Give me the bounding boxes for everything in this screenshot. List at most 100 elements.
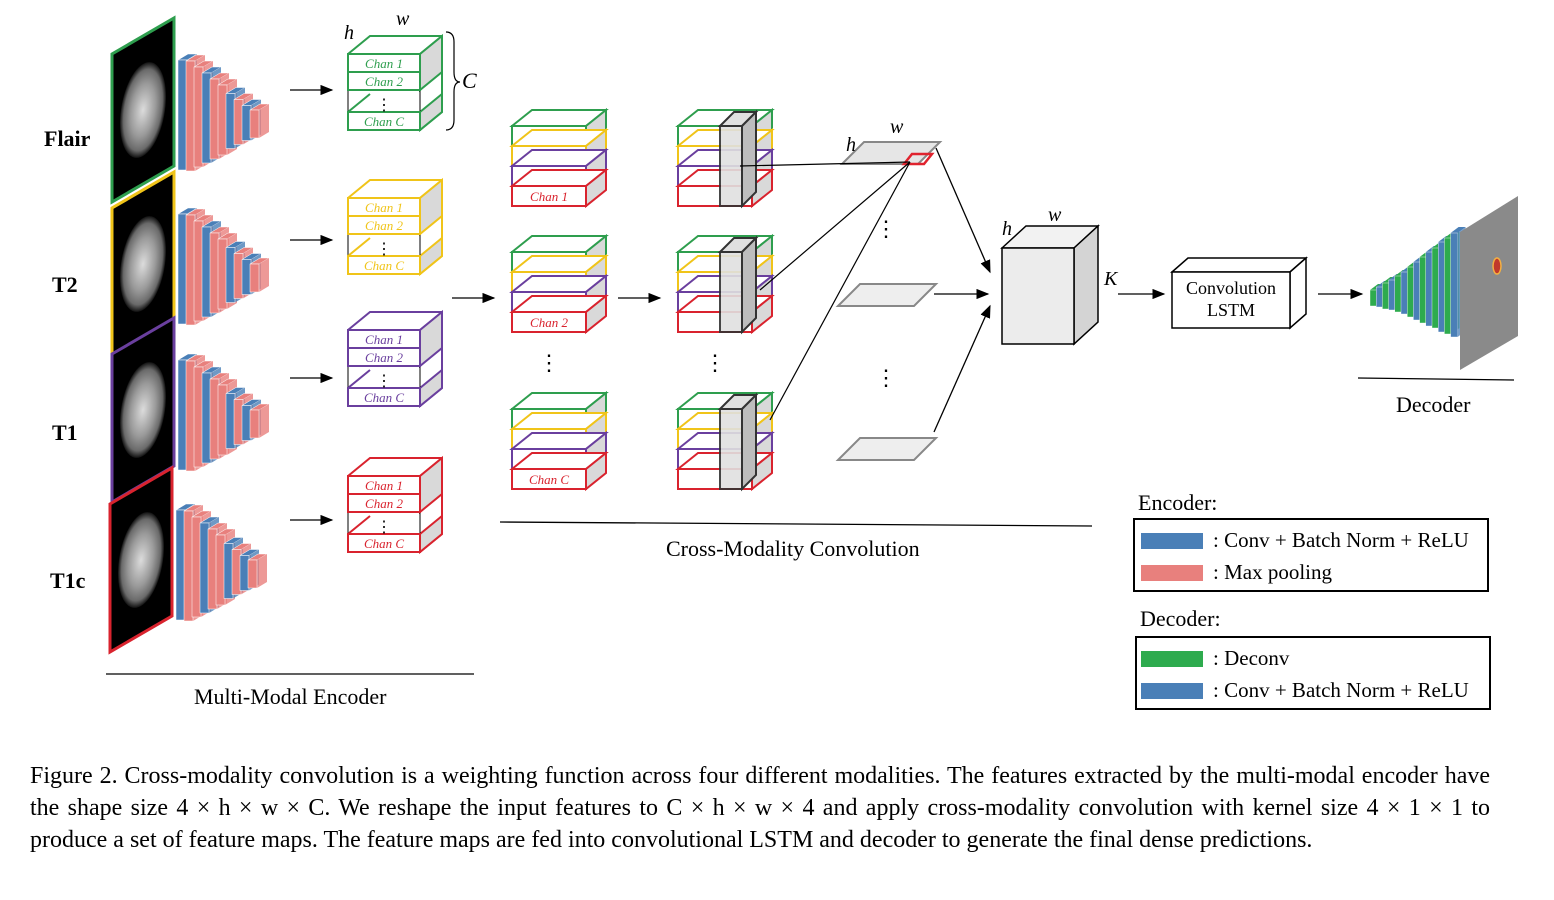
- feature-row-t1: [347, 387, 421, 407]
- feature-plane-1: [839, 141, 943, 165]
- dim-w-plane: w: [890, 116, 904, 138]
- encoder-layer-front: [175, 509, 186, 621]
- chan-dots: ⋮: [376, 373, 392, 390]
- feature-box-side-top-t1c: [419, 455, 443, 515]
- decoder-layer-front: [1431, 247, 1440, 329]
- modality-label-t1: T1: [52, 420, 78, 445]
- stack-row-chan2: [511, 311, 587, 333]
- decoder-layer-front: [1413, 261, 1421, 321]
- brain-image-t2: [120, 216, 166, 312]
- chan-label-t1: Chan 1: [365, 332, 403, 347]
- figure-caption: Figure 2. Cross-modality convolution is …: [30, 763, 1490, 853]
- feature-box-side-top-t2: [419, 177, 443, 237]
- plane-dots-1: ⋮: [875, 216, 897, 241]
- decoder-layer-top: [1450, 227, 1466, 233]
- encoder-layer-front: [209, 378, 220, 460]
- legend-swatch-conv: [1141, 532, 1203, 549]
- kernel-front: [719, 251, 743, 333]
- crossconv-dots: ⋮: [704, 350, 726, 375]
- encoder-layer-front: [225, 393, 236, 449]
- brain-image-t1: [120, 362, 166, 458]
- feature-row-t1: [347, 347, 421, 367]
- decoder-layer-front: [1406, 266, 1415, 318]
- encoder-layer-side: [259, 104, 269, 138]
- encoder-layer-front: [177, 213, 188, 325]
- chan-label-t1c: Chan 2: [365, 496, 403, 511]
- feature-row-flair: [347, 111, 421, 131]
- legend-encoder-title: Encoder:: [1138, 490, 1218, 515]
- kernel-to-pixel-line: [769, 161, 911, 421]
- conv-lstm-line2: LSTM: [1206, 300, 1255, 320]
- encoder-layer-front: [239, 555, 250, 591]
- brain-image-t1c: [118, 512, 164, 608]
- crossconv-underline: [499, 521, 1093, 527]
- cube-front: [1001, 247, 1075, 345]
- feature-box-diag: [347, 369, 371, 389]
- modality-label-flair: Flair: [44, 126, 91, 151]
- channel-brace: [445, 31, 461, 131]
- plane-pixel-highlight: [901, 152, 935, 166]
- chan-label-flair: Chan C: [364, 114, 404, 129]
- encoder-layer-front: [225, 247, 236, 303]
- legend-decoder-title: Decoder:: [1140, 606, 1221, 631]
- kernel-front: [719, 125, 743, 207]
- feature-box-side-top-t1: [419, 309, 443, 369]
- encoder-layer-front: [249, 109, 260, 139]
- kernel-side: [741, 109, 757, 209]
- lstm-box-front: [1171, 271, 1291, 329]
- dim-h-cube: h: [1002, 218, 1012, 240]
- encoder-layer-front: [191, 516, 202, 618]
- encoder-layer-front: [217, 84, 228, 156]
- feature-box-diag: [347, 237, 371, 257]
- chan-dots: ⋮: [376, 519, 392, 536]
- encoder-layer-front: [225, 93, 236, 149]
- stack-row-chan1: [511, 185, 587, 207]
- feature-box-side-bottom-t1: [419, 367, 443, 409]
- encoder-layer-front: [241, 405, 252, 441]
- encoder-layer-front: [241, 259, 252, 295]
- legend-text-deconv: : Deconv: [1213, 646, 1290, 670]
- feature-row-t1c: [347, 533, 421, 553]
- decoder-layer-front: [1388, 279, 1396, 311]
- legend-decoder-item-deconv: : Deconv: [1141, 646, 1289, 671]
- encoder-layer-side: [257, 554, 267, 588]
- encoder-layer-front: [231, 549, 242, 595]
- feature-box-side-top-flair: [419, 33, 443, 93]
- decoder-layer-front: [1437, 241, 1446, 333]
- encoder-layer-front: [207, 528, 218, 610]
- encoder-layer-front: [241, 105, 252, 141]
- encoder-layer-front: [233, 99, 244, 145]
- decoder-layer-front: [1400, 271, 1409, 315]
- dim-h-plane: h: [846, 134, 856, 156]
- encoder-layer-front: [199, 522, 210, 614]
- brain-image-flair: [120, 62, 166, 158]
- encoder-layer-front: [177, 359, 188, 471]
- encoder-layer-front: [233, 399, 244, 445]
- encoder-layer-front: [233, 253, 244, 299]
- chan-dots: ⋮: [376, 241, 392, 258]
- modality-label-t1c: T1c: [50, 568, 86, 593]
- legend-decoder-box: : Deconv : Conv + Batch Norm + ReLU: [1135, 636, 1491, 710]
- prediction-tumor-mark: [1492, 257, 1502, 275]
- decoder-layer-front: [1425, 251, 1434, 327]
- encoder-layer-front: [177, 59, 188, 171]
- feature-box-diag: [347, 93, 371, 113]
- stack-chan-label-chanc: Chan C: [529, 472, 569, 487]
- feature-box-side-bottom-t2: [419, 235, 443, 277]
- feature-row-t2: [347, 255, 421, 275]
- legend-text-pool: : Max pooling: [1213, 560, 1332, 584]
- encoder-layer-front: [215, 534, 226, 606]
- feature-box-diag: [347, 515, 371, 535]
- encoder-layer-front: [183, 510, 194, 622]
- legend-swatch-pool: [1141, 564, 1203, 581]
- kernel-to-pixel-line: [739, 161, 911, 167]
- decoder-layer-front: [1444, 237, 1452, 335]
- reshape-dots: ⋮: [538, 350, 560, 375]
- arrow-plane1-to-cube: [935, 147, 991, 274]
- kernel-side: [741, 235, 757, 335]
- feature-plane-2: [835, 283, 939, 307]
- legend-text-dec-conv: : Conv + Batch Norm + ReLU: [1213, 678, 1469, 702]
- feature-box-side-bottom-flair: [419, 91, 443, 133]
- encoder-layer-front: [249, 263, 260, 293]
